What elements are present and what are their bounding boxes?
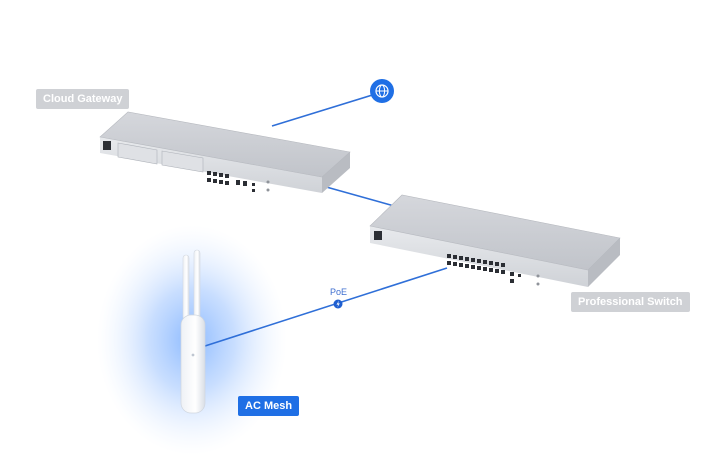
globe-icon (370, 79, 394, 103)
link-internet-gateway (271, 91, 383, 127)
link-switch-mesh (204, 267, 448, 347)
ac-mesh-device (180, 249, 206, 414)
poe-label: PoE (330, 287, 348, 297)
ac-mesh-label: AC Mesh (238, 396, 300, 416)
professional-switch-device (369, 194, 621, 287)
cloud-gateway-label: Cloud Gateway (36, 89, 130, 109)
cloud-gateway-device (99, 111, 351, 193)
professional-switch-label: Professional Switch (571, 292, 690, 312)
lightning-icon (333, 299, 343, 309)
